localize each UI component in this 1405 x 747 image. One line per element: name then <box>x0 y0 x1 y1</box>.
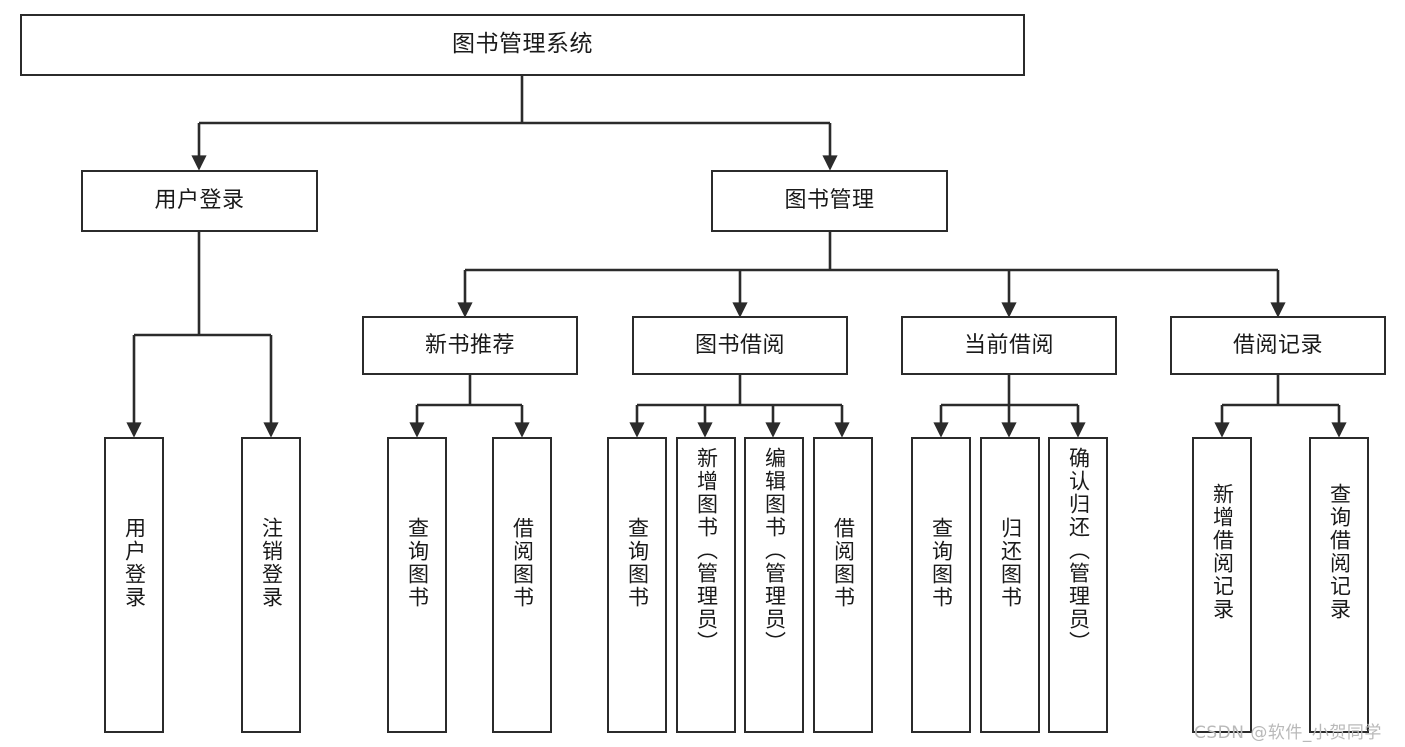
node-label: 新增图书（管理员） <box>694 447 719 654</box>
node-label: 图书管理 <box>784 188 875 214</box>
node-leaf-add-book-admin[interactable]: 新增图书（管理员） <box>676 437 736 733</box>
node-label: 借阅图书 <box>510 517 535 609</box>
node-leaf-borrow-book[interactable]: 借阅图书 <box>813 437 873 733</box>
node-leaf-borrow-book-recommend[interactable]: 借阅图书 <box>492 437 552 733</box>
node-borrowing-records[interactable]: 借阅记录 <box>1170 316 1386 375</box>
node-book-borrowing[interactable]: 图书借阅 <box>632 316 848 375</box>
node-label: 借阅图书 <box>831 517 856 609</box>
node-root-book-management-system[interactable]: 图书管理系统 <box>20 14 1025 76</box>
node-label: 图书借阅 <box>694 332 785 358</box>
node-label: 图书管理系统 <box>452 31 593 58</box>
node-leaf-return-book[interactable]: 归还图书 <box>980 437 1040 733</box>
node-leaf-query-borrow-record[interactable]: 查询借阅记录 <box>1309 437 1369 733</box>
node-leaf-add-borrow-record[interactable]: 新增借阅记录 <box>1192 437 1252 733</box>
csdn-watermark: CSDN @软件_小贺同学 <box>1194 723 1382 743</box>
node-user-login[interactable]: 用户登录 <box>81 170 318 232</box>
node-label: 编辑图书（管理员） <box>762 447 787 654</box>
node-leaf-query-book-current[interactable]: 查询图书 <box>911 437 971 733</box>
node-label: 当前借阅 <box>963 332 1054 358</box>
node-label: 查询图书 <box>405 517 430 609</box>
node-label: 注销登录 <box>259 517 284 609</box>
node-leaf-query-book-recommend[interactable]: 查询图书 <box>387 437 447 733</box>
node-label: 确认归还（管理员） <box>1066 447 1091 654</box>
node-current-borrowing[interactable]: 当前借阅 <box>901 316 1117 375</box>
node-leaf-query-book-borrow[interactable]: 查询图书 <box>607 437 667 733</box>
node-book-management[interactable]: 图书管理 <box>711 170 948 232</box>
node-label: 借阅记录 <box>1232 332 1323 358</box>
node-leaf-user-login[interactable]: 用户登录 <box>104 437 164 733</box>
node-leaf-confirm-return-admin[interactable]: 确认归还（管理员） <box>1048 437 1108 733</box>
node-label: 查询借阅记录 <box>1327 483 1352 621</box>
node-leaf-logout[interactable]: 注销登录 <box>241 437 301 733</box>
node-leaf-edit-book-admin[interactable]: 编辑图书（管理员） <box>744 437 804 733</box>
node-label: 新书推荐 <box>424 332 515 358</box>
node-label: 查询图书 <box>929 517 954 609</box>
node-label: 用户登录 <box>122 517 147 609</box>
node-label: 用户登录 <box>154 188 245 214</box>
node-label: 归还图书 <box>998 517 1023 609</box>
node-new-book-recommendation[interactable]: 新书推荐 <box>362 316 578 375</box>
node-label: 新增借阅记录 <box>1210 483 1235 621</box>
node-label: 查询图书 <box>625 517 650 609</box>
